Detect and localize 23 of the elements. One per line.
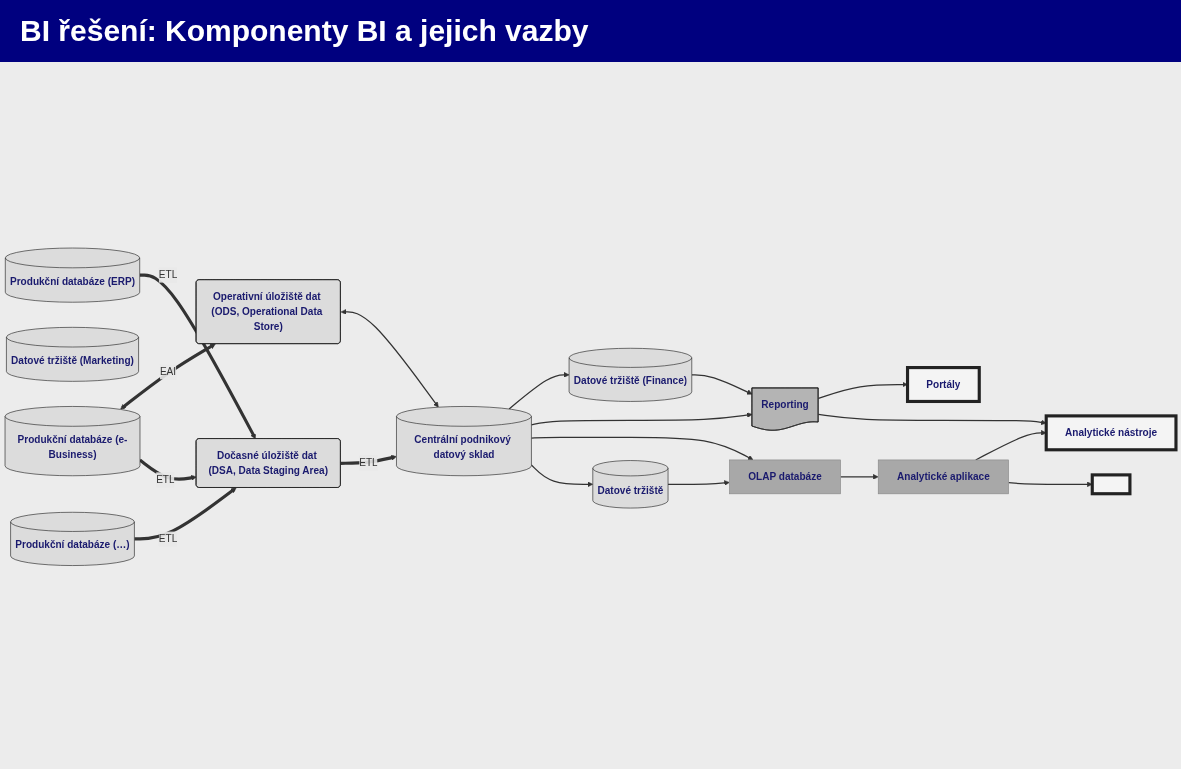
arrow [667, 480, 730, 486]
arrow [139, 273, 256, 440]
node-box [1090, 473, 1132, 496]
node-box: Portály [905, 366, 981, 404]
edge-label: ETL [359, 457, 378, 469]
edge-label: ETL [158, 533, 178, 545]
title: BI řešení: Komponenty BI a jejich vazby [0, 0, 1181, 62]
arrow [340, 309, 439, 408]
arrow [530, 436, 754, 461]
node-box: Analytické aplikace [877, 459, 1009, 495]
arrow [134, 487, 237, 541]
arrow [120, 343, 216, 410]
arrow [139, 458, 197, 481]
arrow [530, 464, 594, 488]
arrow [839, 474, 879, 480]
node-box: Analytické nástroje [1044, 414, 1178, 452]
edge-label: ETL [156, 474, 175, 486]
arrow [691, 374, 753, 395]
edge-label: ETL [158, 269, 178, 281]
node-box: OLAP databáze [729, 459, 841, 495]
edge-label: EAI [159, 366, 177, 378]
arrow [530, 412, 753, 426]
arrow [508, 372, 570, 410]
